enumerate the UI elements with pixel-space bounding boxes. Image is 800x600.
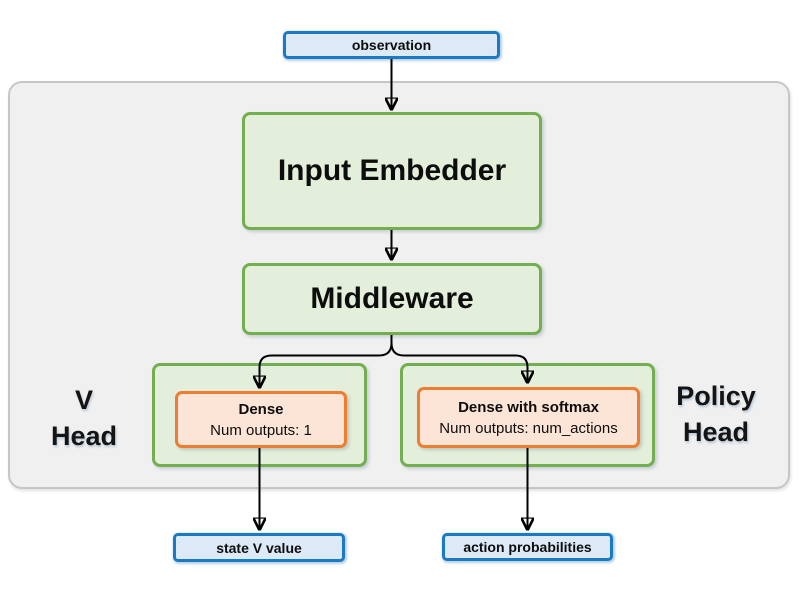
observation-node: observation (283, 31, 500, 59)
action-probabilities-node: action probabilities (442, 533, 613, 561)
policy-head-dense-subtitle: Num outputs: num_actions (439, 419, 618, 437)
policy-head-dense-node: Dense with softmax Num outputs: num_acti… (417, 387, 640, 448)
policy-head-label-line2: Head (682, 417, 750, 447)
policy-head-label: Policy Head (656, 378, 776, 450)
v-head-dense-title: Dense (238, 400, 284, 418)
v-head-dense-subtitle: Num outputs: 1 (210, 421, 312, 439)
v-head-label-line2: Head (50, 421, 118, 451)
state-v-value-node: state V value (173, 533, 345, 562)
policy-head-label-line1: Policy (676, 381, 756, 411)
middleware-node: Middleware (242, 263, 542, 335)
v-head-label: V Head (24, 382, 144, 454)
v-head-dense-node: Dense Num outputs: 1 (175, 391, 347, 448)
v-head-label-line1: V (74, 385, 93, 415)
policy-head-dense-title: Dense with softmax (458, 398, 599, 416)
input-embedder-node: Input Embedder (242, 112, 542, 230)
